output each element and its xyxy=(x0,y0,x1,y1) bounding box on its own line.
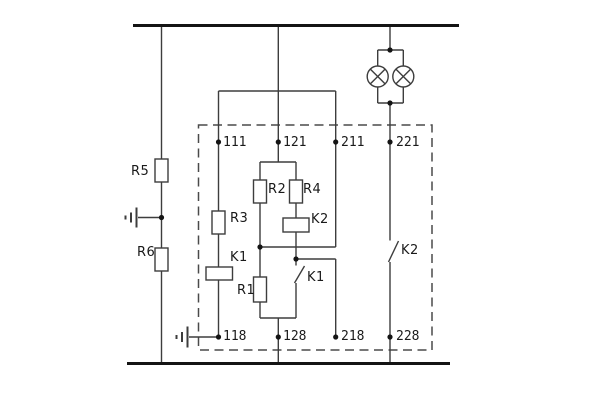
resistor-label-r5: R5 xyxy=(131,164,150,179)
contact-label-k1: K1 xyxy=(307,270,325,285)
resistor-r3 xyxy=(211,210,226,235)
lamp-icon-left xyxy=(366,65,389,88)
contact-k2-icon xyxy=(387,240,400,263)
terminal-label-128: 128 xyxy=(283,329,307,344)
resistor-label-r6: R6 xyxy=(137,245,156,260)
relay-coil-k2 xyxy=(282,217,310,233)
contact-label-k2: K2 xyxy=(401,243,419,258)
terminal-label-121: 121 xyxy=(283,135,307,150)
resistor-label-r2: R2 xyxy=(268,182,287,197)
coil-label-k1: K1 xyxy=(230,250,248,265)
resistor-label-r4: R4 xyxy=(303,182,322,197)
ground-icon-terminal-118 xyxy=(175,326,219,348)
lamp-icon-right xyxy=(392,65,415,88)
terminal-label-111: 111 xyxy=(223,135,247,150)
column-221-wires xyxy=(377,27,404,362)
junction-dots xyxy=(158,47,393,262)
resistor-label-r1: R1 xyxy=(237,283,256,298)
coil-label-k2: K2 xyxy=(311,212,329,227)
resistor-r4 xyxy=(288,179,304,204)
terminal-label-218: 218 xyxy=(341,329,365,344)
terminal-label-221: 221 xyxy=(396,135,420,150)
ground-icon xyxy=(124,207,162,228)
resistor-label-r3: R3 xyxy=(230,211,249,226)
resistor-r6 xyxy=(154,247,169,272)
resistor-r2 xyxy=(252,179,268,204)
relay-coil-k1 xyxy=(205,266,234,281)
contact-k1-icon xyxy=(293,259,306,318)
dashed-boundary-box xyxy=(197,124,433,351)
terminal-label-211: 211 xyxy=(341,135,365,150)
resistor-r1 xyxy=(252,276,268,303)
resistor-r5 xyxy=(154,158,169,183)
terminal-label-228: 228 xyxy=(396,329,420,344)
terminal-label-118: 118 xyxy=(223,329,247,344)
terminal-dots xyxy=(215,139,393,340)
